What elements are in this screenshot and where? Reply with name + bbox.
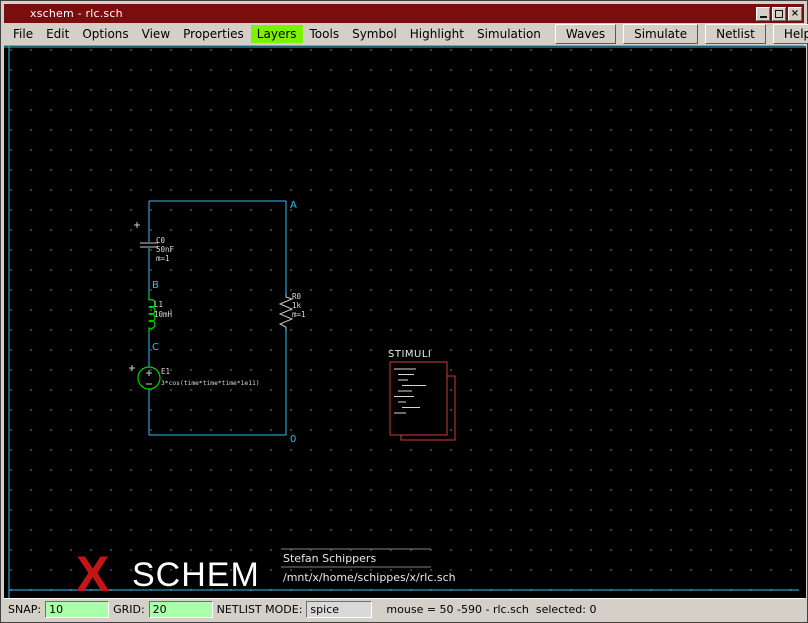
- window-buttons: ×: [756, 7, 802, 21]
- resistor-name: R0: [292, 292, 302, 301]
- menu-file[interactable]: File: [7, 25, 39, 43]
- menu-tools[interactable]: Tools: [304, 25, 346, 43]
- stimuli-front-rect: [390, 362, 447, 435]
- sheet-border-lines: [4, 46, 806, 598]
- help-button[interactable]: Help: [773, 24, 808, 44]
- close-icon: ×: [791, 9, 799, 19]
- menubar: File Edit Options View Properties Layers…: [4, 23, 804, 46]
- netlist-mode-input[interactable]: [306, 601, 372, 618]
- source-value: 3*cos(time*time*time*1e11): [161, 380, 260, 387]
- component-resistor-r0[interactable]: R0 1k m=1: [280, 292, 306, 330]
- waves-button[interactable]: Waves: [555, 24, 616, 44]
- source-name: E1: [161, 367, 170, 376]
- component-capacitor-c0[interactable]: C0 50nF m=1: [134, 222, 175, 263]
- resistor-value: 1k: [292, 301, 302, 310]
- statusbar: SNAP: GRID: NETLIST MODE: mouse = 50 -59…: [4, 598, 804, 620]
- window-title: xschem - rlc.sch: [30, 7, 123, 20]
- schematic-canvas[interactable]: C0 50nF m=1 L1 10mH E1: [4, 46, 806, 598]
- menu-highlight[interactable]: Highlight: [404, 25, 470, 43]
- titlebar[interactable]: xschem - rlc.sch ×: [4, 4, 804, 23]
- close-button[interactable]: ×: [788, 7, 802, 21]
- menu-layers[interactable]: Layers: [251, 25, 303, 43]
- menu-symbol[interactable]: Symbol: [346, 25, 403, 43]
- grid-input[interactable]: [149, 601, 213, 618]
- net-label-gnd[interactable]: 0: [290, 434, 296, 445]
- net-label-a[interactable]: A: [290, 200, 297, 211]
- maximize-button[interactable]: [772, 7, 786, 21]
- xschem-logo-text: SCHEM: [132, 556, 260, 594]
- menu-edit[interactable]: Edit: [40, 25, 75, 43]
- capacitor-name: C0: [156, 236, 166, 245]
- source-polarity-marks: [129, 365, 152, 384]
- netlist-button[interactable]: Netlist: [705, 24, 766, 44]
- snap-label: SNAP:: [8, 603, 41, 616]
- inductor-name: L1: [154, 300, 163, 309]
- resistor-symbol: [280, 294, 292, 330]
- resistor-mult: m=1: [292, 310, 306, 319]
- grid-label: GRID:: [113, 603, 145, 616]
- menu-simulation[interactable]: Simulation: [471, 25, 547, 43]
- minimize-button[interactable]: [756, 7, 770, 21]
- stimuli-label: STIMULI: [388, 349, 431, 360]
- component-source-e1[interactable]: E1 3*cos(time*time*time*1e11): [129, 365, 260, 389]
- snap-input[interactable]: [45, 601, 109, 618]
- capacitor-symbol: [134, 222, 158, 247]
- stimuli-block[interactable]: STIMULI: [388, 349, 455, 440]
- mouse-status-text: mouse = 50 -590 - rlc.sch selected: 0: [386, 603, 596, 616]
- capacitor-mult: m=1: [156, 254, 170, 263]
- net-label-b[interactable]: B: [152, 280, 159, 291]
- menu-view[interactable]: View: [136, 25, 176, 43]
- maximize-icon: [775, 10, 783, 18]
- net-label-c[interactable]: C: [152, 342, 159, 353]
- titleblock-author: Stefan Schippers: [283, 552, 376, 565]
- netlist-mode-label: NETLIST MODE:: [217, 603, 303, 616]
- capacitor-value: 50nF: [156, 245, 175, 254]
- simulate-button[interactable]: Simulate: [623, 24, 698, 44]
- component-inductor-l1[interactable]: L1 10mH: [149, 296, 173, 332]
- titleblock-path: /mnt/x/home/schippes/x/rlc.sch: [283, 571, 456, 584]
- menu-options[interactable]: Options: [76, 25, 134, 43]
- xschem-logo-x: X: [76, 546, 109, 598]
- menu-properties[interactable]: Properties: [177, 25, 250, 43]
- minimize-icon: [760, 16, 767, 18]
- inductor-value: 10mH: [154, 310, 173, 319]
